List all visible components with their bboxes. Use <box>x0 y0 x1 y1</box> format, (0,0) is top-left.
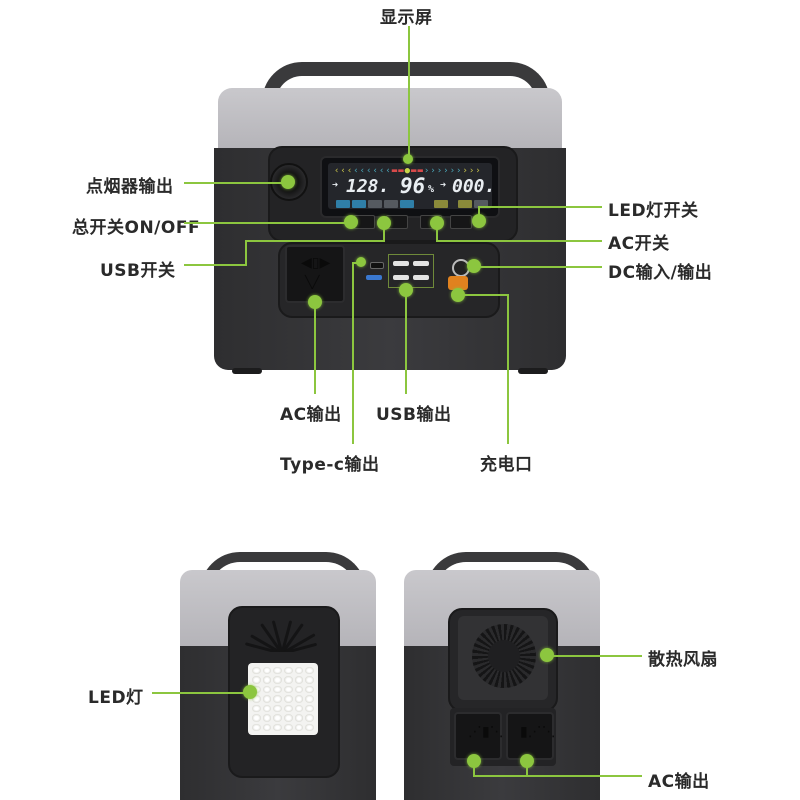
callout-dot <box>472 214 486 228</box>
outlet-pins: ⋰▮⋱ <box>468 724 504 740</box>
outlet-pins: ◀▯▶ <box>301 255 331 271</box>
typec-port[interactable] <box>370 262 384 269</box>
lcd-input-arrow: ➜ <box>332 180 339 191</box>
callout-line <box>184 264 246 266</box>
xt60-charge-port[interactable] <box>448 276 468 290</box>
led-light-array <box>248 663 318 735</box>
callout-dot <box>243 685 257 699</box>
outlet-pins: ▮⋰⋱ <box>520 724 556 740</box>
callout-dot <box>467 259 481 273</box>
callout-line <box>478 206 602 208</box>
label-ac-output-rear: AC输出 <box>648 772 710 792</box>
lcd-indicator <box>352 200 366 208</box>
callout-line <box>473 760 475 776</box>
callout-line <box>184 222 350 224</box>
callout-dot <box>403 154 413 164</box>
label-typec-output: Type-c输出 <box>280 455 380 475</box>
callout-dot <box>377 216 391 230</box>
usb-port[interactable] <box>393 261 409 266</box>
lcd-arrow-row: ‹‹‹‹‹‹‹‹‹▬▬●▬▬››››››››› <box>334 166 482 176</box>
callout-line <box>474 266 602 268</box>
foot-right <box>518 368 548 374</box>
callout-line <box>436 240 602 242</box>
ac-outlet-rear-1[interactable]: ⋰▮⋱ <box>454 712 504 760</box>
callout-line <box>478 206 480 218</box>
label-charge-port: 充电口 <box>480 455 533 475</box>
callout-line <box>184 182 288 184</box>
outlet-pins: ╲╱ <box>305 275 320 289</box>
usb3-port[interactable] <box>366 275 382 280</box>
callout-dot <box>540 648 554 662</box>
callout-line <box>352 262 360 264</box>
label-dc-io: DC输入/输出 <box>608 263 713 283</box>
callout-line <box>507 294 509 444</box>
usb-port[interactable] <box>393 275 409 280</box>
top-shell <box>218 88 562 152</box>
usb-port[interactable] <box>413 261 429 266</box>
label-led-switch: LED灯开关 <box>608 201 699 221</box>
callout-line <box>408 26 410 160</box>
callout-dot <box>356 257 366 267</box>
label-display: 显示屏 <box>380 8 433 28</box>
lcd-indicator <box>336 200 350 208</box>
vent-cover <box>236 652 328 666</box>
callout-line <box>526 760 528 776</box>
lcd-input-value: 128. <box>346 176 390 197</box>
lcd-indicator <box>368 200 382 208</box>
callout-line <box>245 240 247 266</box>
label-cigarette-output: 点烟器输出 <box>86 177 174 197</box>
label-led-light: LED灯 <box>88 688 144 708</box>
callout-dot <box>281 175 295 189</box>
label-usb-output: USB输出 <box>376 405 452 425</box>
callout-dot <box>430 216 444 230</box>
lcd-indicator <box>400 200 414 208</box>
callout-line <box>436 222 438 242</box>
lcd-percent-unit: % <box>428 184 435 195</box>
callout-line <box>473 775 642 777</box>
label-ac-switch: AC开关 <box>608 234 670 254</box>
label-ac-output: AC输出 <box>280 405 342 425</box>
led-switch-button[interactable] <box>450 215 472 229</box>
lcd-output-arrow: ➜ <box>440 180 447 191</box>
ac-outlet-rear-2[interactable]: ▮⋰⋱ <box>506 712 556 760</box>
callout-line <box>152 692 250 694</box>
callout-dot <box>344 215 358 229</box>
label-main-switch: 总开关ON/OFF <box>72 218 201 238</box>
usb-port[interactable] <box>413 275 429 280</box>
lcd-indicator <box>434 200 448 208</box>
lcd-output-value: 000. <box>452 176 496 197</box>
lcd-indicator <box>384 200 398 208</box>
lcd-indicator <box>458 200 472 208</box>
callout-line <box>458 294 508 296</box>
lcd-indicator <box>474 200 488 208</box>
callout-line <box>546 655 642 657</box>
callout-line <box>245 240 385 242</box>
label-cooling-fan: 散热风扇 <box>648 650 718 670</box>
usb-port-group <box>388 254 434 288</box>
label-usb-switch: USB开关 <box>100 261 176 281</box>
callout-line <box>405 290 407 394</box>
lcd-percent-value: 96 <box>400 174 426 198</box>
foot-left <box>232 368 262 374</box>
callout-line <box>314 302 316 394</box>
callout-line <box>383 224 385 242</box>
fan-hub <box>488 640 520 672</box>
callout-line <box>352 262 354 444</box>
lcd-display: ‹‹‹‹‹‹‹‹‹▬▬●▬▬››››››››› ➜ 128. 96 % ➜ 00… <box>320 156 500 218</box>
